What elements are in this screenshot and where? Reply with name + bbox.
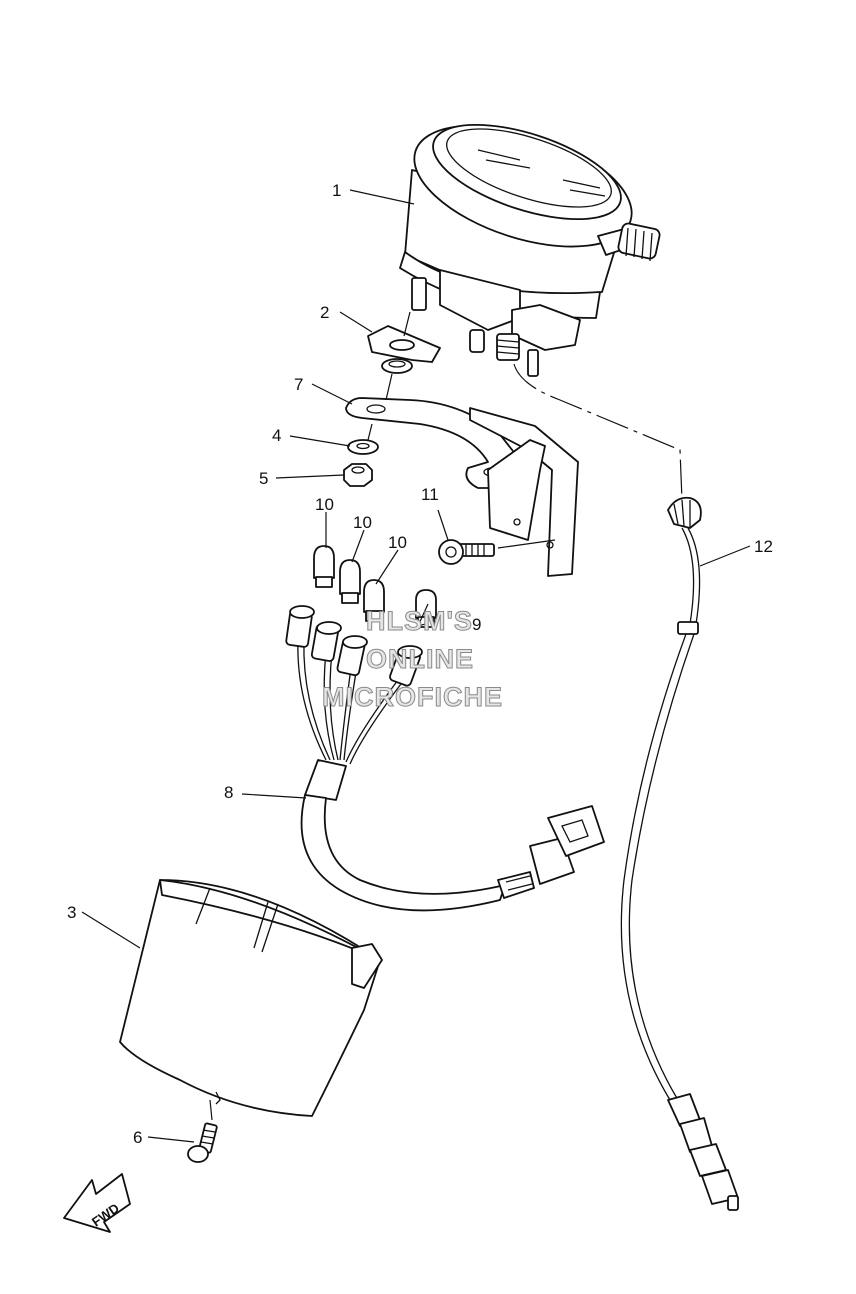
meter-assembly: [399, 123, 661, 377]
callout-label: 7: [294, 375, 303, 394]
fwd-arrow: FWD: [63, 1173, 131, 1233]
callout-label: 8: [224, 783, 233, 802]
callout-label: 4: [272, 426, 281, 445]
wire-harness: [285, 605, 605, 912]
meter-cover: [119, 879, 383, 1117]
meter-bracket: [345, 397, 579, 577]
callout-label: 10: [353, 513, 372, 532]
callout-label: 12: [754, 537, 773, 556]
callout-label: 9: [472, 615, 481, 634]
callout-label: 11: [421, 485, 439, 504]
callout-labels: 1 2 3 4 5 6 7 8 9 10 10 10 11 12: [67, 181, 773, 1147]
cover-screw: [187, 1122, 218, 1163]
damper: [367, 325, 441, 374]
watermark-line-1: HLSM'S: [366, 606, 473, 636]
screw: [438, 539, 495, 565]
nut: [343, 463, 373, 487]
callout-label: 3: [67, 903, 76, 922]
callout-label: 10: [315, 495, 334, 514]
callout-label: 2: [320, 303, 329, 322]
watermark-line-2: ONLINE: [366, 644, 474, 674]
callout-label: 5: [259, 469, 268, 488]
assembly-lines: [209, 311, 683, 1121]
callout-label: 10: [388, 533, 407, 552]
bulbs: [313, 545, 437, 628]
washer: [347, 439, 379, 455]
watermark: HLSM'S ONLINE MICROFICHE: [322, 606, 503, 713]
fwd-arrow-icon: [63, 1173, 131, 1233]
leader-lines: [81, 189, 751, 1143]
callout-label: 1: [332, 181, 341, 200]
meter-cable: [620, 496, 739, 1211]
watermark-line-3: MICROFICHE: [322, 682, 503, 712]
callout-label: 6: [133, 1128, 142, 1147]
